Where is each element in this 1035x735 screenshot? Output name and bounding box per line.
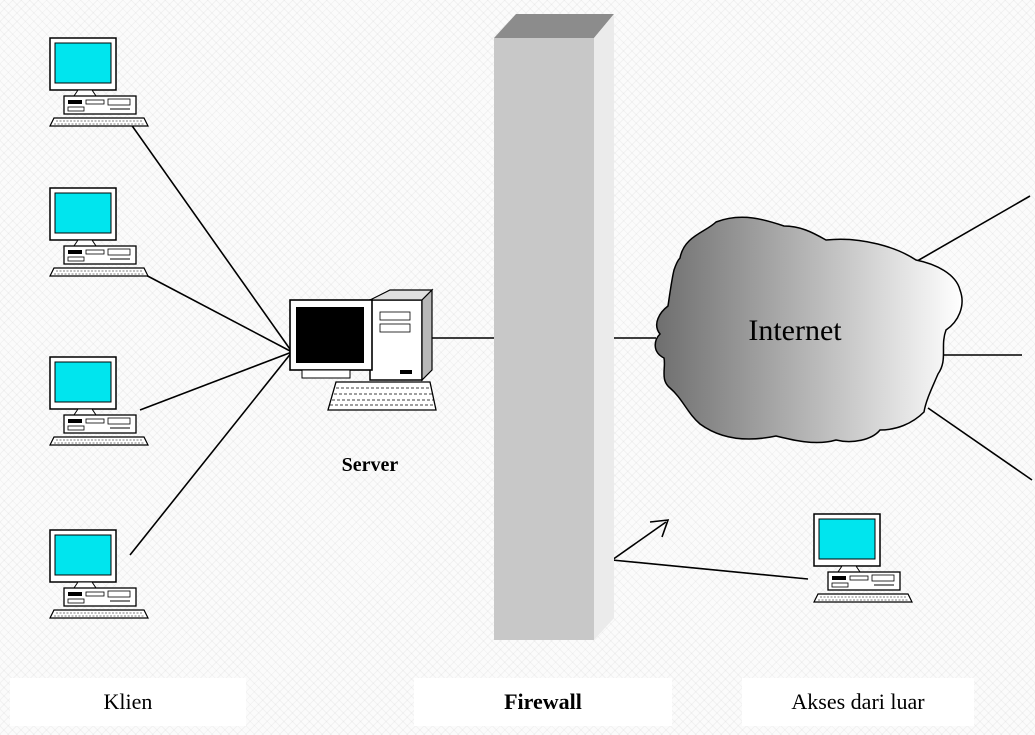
internet-label: Internet [748, 314, 842, 347]
clients-caption: Klien [103, 689, 153, 714]
firewall-caption: Firewall [504, 689, 582, 714]
client-computer-2-icon [49, 187, 149, 277]
server-label: Server [342, 454, 399, 476]
link-client-2-server [139, 271, 293, 353]
link-client-3-server [139, 351, 293, 411]
arrow-shaft [611, 521, 667, 561]
connection-lines [127, 119, 1033, 580]
firewall-wall-icon [494, 14, 614, 640]
internet-cloud-icon [654, 216, 963, 444]
arrowhead-icon [649, 519, 670, 538]
link-internet-out-3 [927, 407, 1033, 481]
client-computers [49, 37, 149, 619]
client-computer-3-icon [49, 356, 149, 446]
client-computer-4-icon [49, 529, 149, 619]
client-computer-1-icon [49, 37, 149, 127]
link-client-4-server [129, 351, 293, 556]
clients-caption-box: Klien [10, 678, 246, 726]
outside-computer-icon [813, 513, 913, 603]
outside-caption: Akses dari luar [791, 689, 925, 714]
link-client-1-server [127, 119, 293, 353]
link-outside-firewall [611, 559, 809, 580]
firewall-caption-box: Firewall [414, 678, 672, 726]
outside-caption-box: Akses dari luar [742, 678, 974, 726]
link-internet-out-1 [904, 195, 1031, 269]
server-computer-icon [289, 288, 437, 411]
